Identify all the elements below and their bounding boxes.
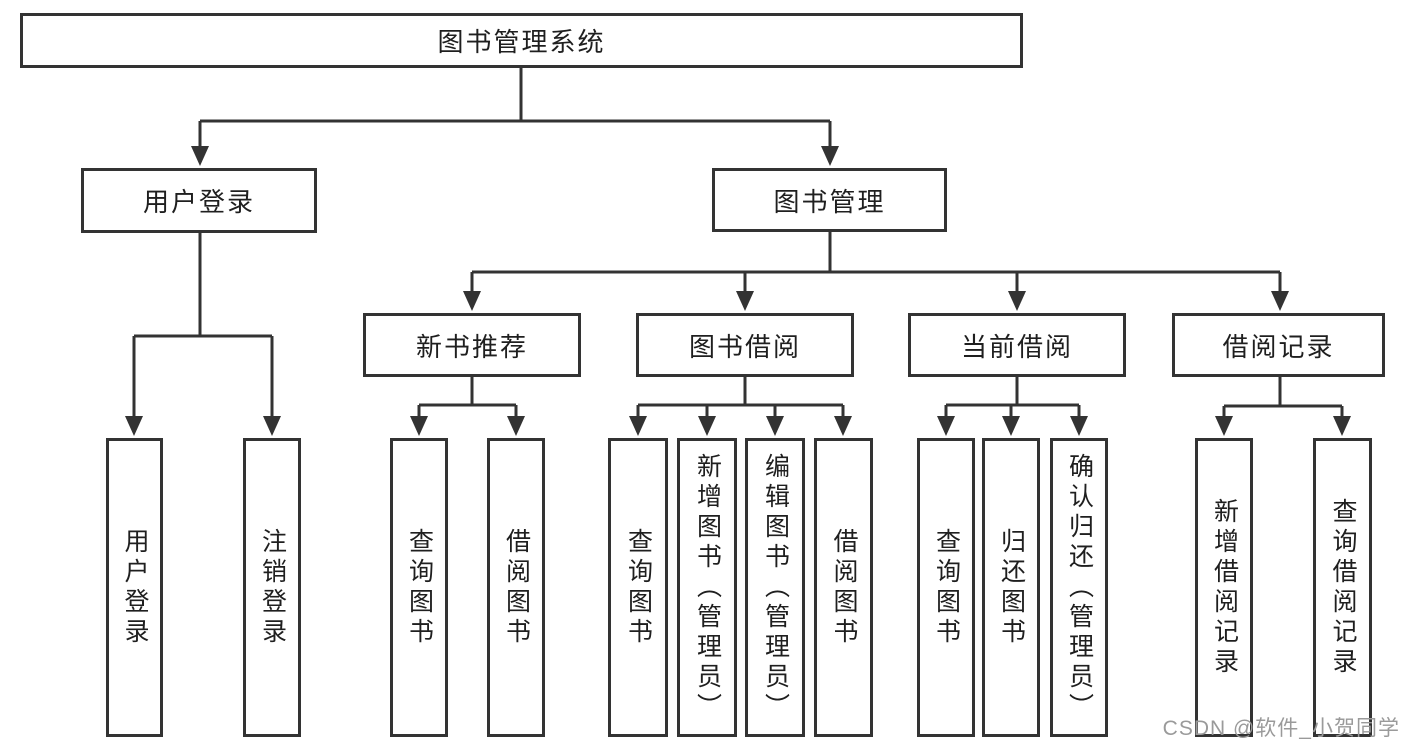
node-library-management-system: 图书管理系统 (20, 13, 1023, 68)
node-label: 图书管理 (773, 186, 886, 217)
leaf-query-books-current: 查询图书 (917, 438, 975, 737)
node-label: 新书推荐 (415, 331, 528, 362)
csdn-watermark: CSDN @软件_小贺同学 (1162, 717, 1400, 740)
node-book-borrowing: 图书借阅 (636, 313, 854, 377)
node-borrowing-records: 借阅记录 (1172, 313, 1385, 377)
node-label: 查询图书 (405, 527, 434, 648)
leaf-add-books-admin: 新增图书（管理员） (677, 438, 737, 737)
leaf-borrow-books: 借阅图书 (814, 438, 873, 737)
node-label: 借阅图书 (830, 527, 858, 648)
leaf-logout: 注销登录 (243, 438, 301, 737)
node-user-login: 用户登录 (81, 168, 317, 233)
node-label: 图书管理系统 (437, 27, 606, 57)
arrowhead-icons (125, 146, 1351, 436)
leaf-edit-books-admin: 编辑图书（管理员） (745, 438, 805, 737)
node-label: 新增图书（管理员） (693, 452, 722, 723)
leaf-confirm-return-admin: 确认归还（管理员） (1050, 438, 1108, 737)
leaf-query-borrow-record: 查询借阅记录 (1313, 438, 1372, 737)
node-new-book-recommendation: 新书推荐 (363, 313, 581, 377)
node-label: 用户登录 (142, 187, 255, 217)
node-label: 查询图书 (624, 527, 653, 648)
node-label: 图书借阅 (688, 331, 801, 362)
node-label: 用户登录 (121, 527, 149, 648)
leaf-add-borrow-record: 新增借阅记录 (1195, 438, 1253, 737)
node-label: 新增借阅记录 (1210, 497, 1239, 678)
node-book-management: 图书管理 (712, 168, 947, 232)
node-label: 归还图书 (997, 527, 1026, 648)
node-label: 当前借阅 (960, 331, 1073, 362)
leaf-query-books-borrow: 查询图书 (608, 438, 668, 737)
node-label: 借阅图书 (502, 527, 531, 648)
node-label: 查询图书 (932, 527, 961, 648)
leaf-return-books: 归还图书 (982, 438, 1040, 737)
node-label: 编辑图书（管理员） (761, 452, 790, 723)
leaf-query-books-rec: 查询图书 (390, 438, 448, 737)
node-label: 借阅记录 (1222, 331, 1335, 362)
leaf-user-login: 用户登录 (106, 438, 163, 737)
node-label: 确认归还（管理员） (1065, 452, 1094, 723)
node-label: 注销登录 (258, 527, 287, 648)
node-current-borrowing: 当前借阅 (908, 313, 1126, 377)
node-label: 查询借阅记录 (1329, 497, 1357, 678)
leaf-borrow-books-rec: 借阅图书 (487, 438, 545, 737)
